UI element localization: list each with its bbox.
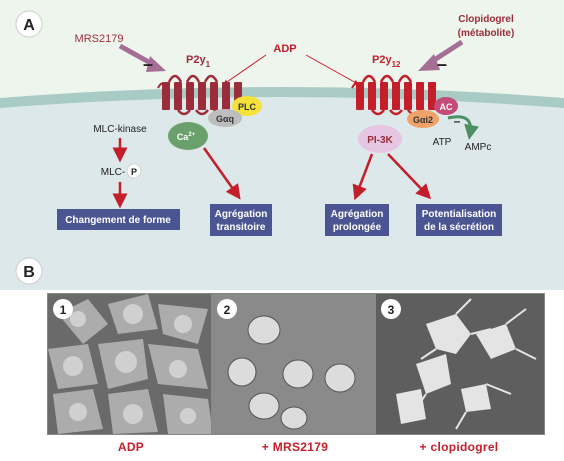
clopidogrel-label: Clopidogrel bbox=[458, 14, 514, 25]
pi3k-label: PI-3K bbox=[367, 135, 393, 146]
p2y1-minus-sign: – bbox=[143, 54, 153, 74]
plc-shape bbox=[232, 96, 262, 116]
caption-clopidogrel: + clopidogrel bbox=[419, 440, 499, 454]
phosphate-circle bbox=[126, 163, 142, 179]
adp-to-p2y1-arrow bbox=[223, 54, 267, 85]
box-prolonged-line1: Agrégation bbox=[331, 209, 384, 220]
panel-a-label: A bbox=[23, 17, 35, 34]
mlc-kinase-label: MLC-kinase bbox=[93, 124, 147, 135]
micrograph-adp bbox=[47, 293, 217, 435]
mlc-label: MLC- bbox=[101, 167, 125, 178]
box-transient-line2: transitoire bbox=[217, 222, 266, 233]
pi3k-shape bbox=[358, 125, 402, 153]
gaq-shape bbox=[208, 109, 242, 127]
adp-to-p2y12-arrow bbox=[305, 54, 359, 85]
box-prolonged-line2: prolongée bbox=[333, 222, 382, 233]
gai2-shape bbox=[407, 110, 439, 128]
cytoplasm bbox=[0, 89, 564, 290]
ac-shape bbox=[434, 97, 458, 115]
box-transient-aggregation bbox=[210, 204, 272, 236]
clopidogrel-arrowhead bbox=[418, 54, 440, 71]
box-secretion bbox=[416, 204, 502, 236]
pi3k-to-secretion-arrow bbox=[387, 153, 432, 200]
panel-b-badge bbox=[15, 257, 43, 285]
gai2-label: Gαi2 bbox=[413, 115, 433, 125]
box-shape-change-text: Changement de forme bbox=[65, 215, 171, 226]
calcium-to-aggregation-arrow bbox=[202, 147, 241, 200]
caption-mrs2179: + MRS2179 bbox=[261, 440, 329, 454]
box-shape-change bbox=[57, 209, 180, 230]
calcium-label: Ca2+ bbox=[177, 132, 196, 142]
panel-a-badge bbox=[15, 10, 43, 38]
clopidogrel-metabolite-label: (métabolite) bbox=[458, 28, 515, 39]
micrograph-clopidogrel bbox=[375, 293, 545, 435]
p2y12-label: P2y12 bbox=[372, 54, 401, 69]
pi3k-to-prolonged-arrow bbox=[352, 153, 374, 201]
box-transient-line1: Agrégation bbox=[215, 209, 268, 220]
atp-label: ATP bbox=[433, 137, 452, 148]
mrs2179-label: MRS2179 bbox=[75, 33, 124, 45]
adp-label: ADP bbox=[273, 43, 296, 55]
atp-to-ampc-arrow bbox=[447, 115, 479, 140]
panel-a-diagram: A ADP MRS2179 Clopidogrel (métabolite) –… bbox=[0, 0, 564, 290]
mrs2179-arrowhead bbox=[146, 56, 166, 72]
box-secretion-line2: de la sécrétion bbox=[424, 222, 494, 233]
gaq-label: Gαq bbox=[216, 114, 234, 124]
box-prolonged-aggregation bbox=[325, 204, 389, 236]
p2y1-label: P2y1 bbox=[186, 54, 211, 69]
phosphate-label: P bbox=[131, 167, 137, 177]
plc-label: PLC bbox=[238, 102, 257, 112]
ampc-label: AMPc bbox=[465, 142, 492, 153]
p2y12-receptor bbox=[351, 74, 436, 116]
calcium-shape bbox=[168, 122, 208, 150]
panel-b-label: B bbox=[23, 264, 35, 281]
caption-adp: ADP bbox=[117, 440, 145, 454]
ac-label: AC bbox=[440, 102, 453, 112]
micrograph-mrs2179 bbox=[211, 293, 381, 435]
box-secretion-line1: Potentialisation bbox=[422, 209, 496, 220]
ac-inhibition-minus: – bbox=[454, 114, 461, 128]
p2y12-minus-sign: – bbox=[437, 54, 447, 74]
